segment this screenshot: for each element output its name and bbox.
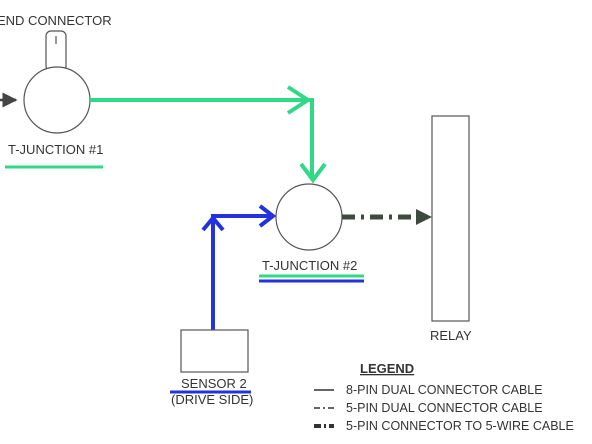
t-junction-2-label: T-JUNCTION #2 — [262, 258, 357, 273]
t-junction-1-label: T-JUNCTION #1 — [8, 142, 103, 157]
t-junction-1-node — [23, 66, 91, 134]
green-arrowhead-down — [299, 162, 327, 184]
sensor-2-label: SENSOR 2 — [181, 376, 247, 391]
relay-box — [431, 115, 470, 322]
blue-cable — [211, 214, 272, 330]
legend-item-3: 5-PIN CONNECTOR TO 5-WIRE CABLE — [346, 419, 574, 433]
relay-cable-arrowhead — [416, 209, 432, 225]
legend-item-1: 8-PIN DUAL CONNECTOR CABLE — [346, 383, 543, 397]
green-cable — [90, 98, 314, 180]
t-junction-2-node — [275, 183, 343, 251]
legend-title: LEGEND — [360, 361, 414, 376]
sensor-2-box — [180, 329, 249, 373]
sensor-2-sublabel: (DRIVE SIDE) — [171, 392, 253, 407]
blue-arrowhead-up — [201, 214, 225, 232]
relay-label: RELAY — [430, 328, 472, 343]
end-connector-label: END CONNECTOR — [0, 13, 112, 28]
green-arrowhead-right — [286, 85, 312, 115]
blue-arrowhead-right — [258, 204, 277, 228]
legend-item-2: 5-PIN DUAL CONNECTOR CABLE — [346, 401, 543, 415]
